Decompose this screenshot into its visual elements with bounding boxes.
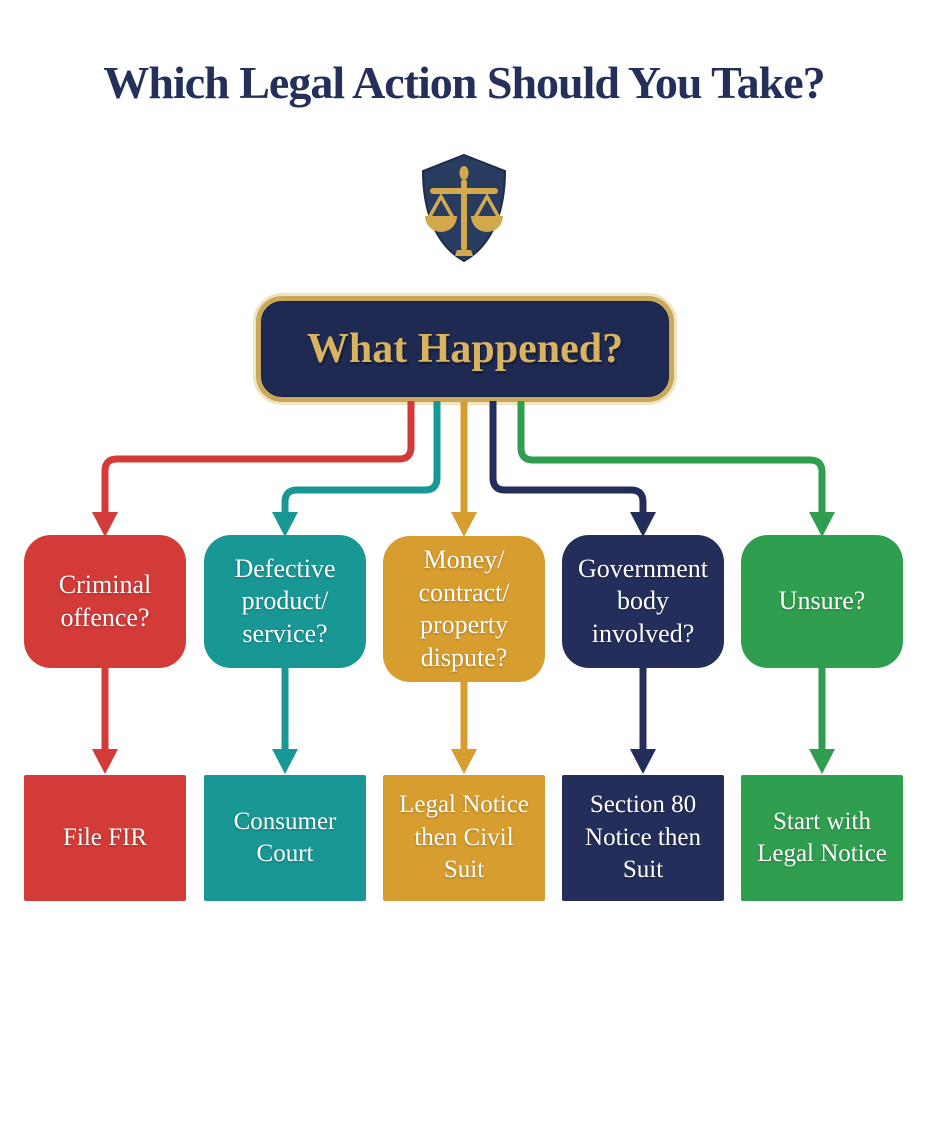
action-box-file-fir: File FIR [24,775,186,901]
connector-red [101,401,415,514]
question-box-government: Government body involved? [562,535,724,668]
action-box-legal-notice-civil-suit: Legal Notice then Civil Suit [383,775,545,901]
arrowhead-red [92,512,118,537]
shield-icon [421,153,507,263]
arrowhead-navy [630,512,656,537]
question-box-criminal: Criminal offence? [24,535,186,668]
connector-green [517,401,826,514]
arrowhead-teal [272,512,298,537]
arrowhead-green-down [809,749,835,774]
action-box-consumer-court: Consumer Court [204,775,366,901]
arrowhead-gold-down [451,749,477,774]
arrowhead-red-down [92,749,118,774]
connector-navy [489,401,647,514]
action-box-start-legal-notice: Start with Legal Notice [741,775,903,901]
root-node-what-happened: What Happened? [256,296,674,402]
scales-of-justice-icon [414,152,514,264]
arrowhead-green [809,512,835,537]
arrowhead-navy-down [630,749,656,774]
arrowhead-teal-down [272,749,298,774]
connector-teal [281,401,441,514]
action-box-section-80-notice: Section 80 Notice then Suit [562,775,724,901]
question-box-unsure: Unsure? [741,535,903,668]
arrowhead-gold [451,512,477,537]
root-node-label: What Happened? [306,326,624,372]
question-box-defective: Defective product/ service? [204,535,366,668]
page-title: Which Legal Action Should You Take? [103,57,825,108]
question-box-dispute: Money/ contract/ property dispute? [383,536,545,682]
